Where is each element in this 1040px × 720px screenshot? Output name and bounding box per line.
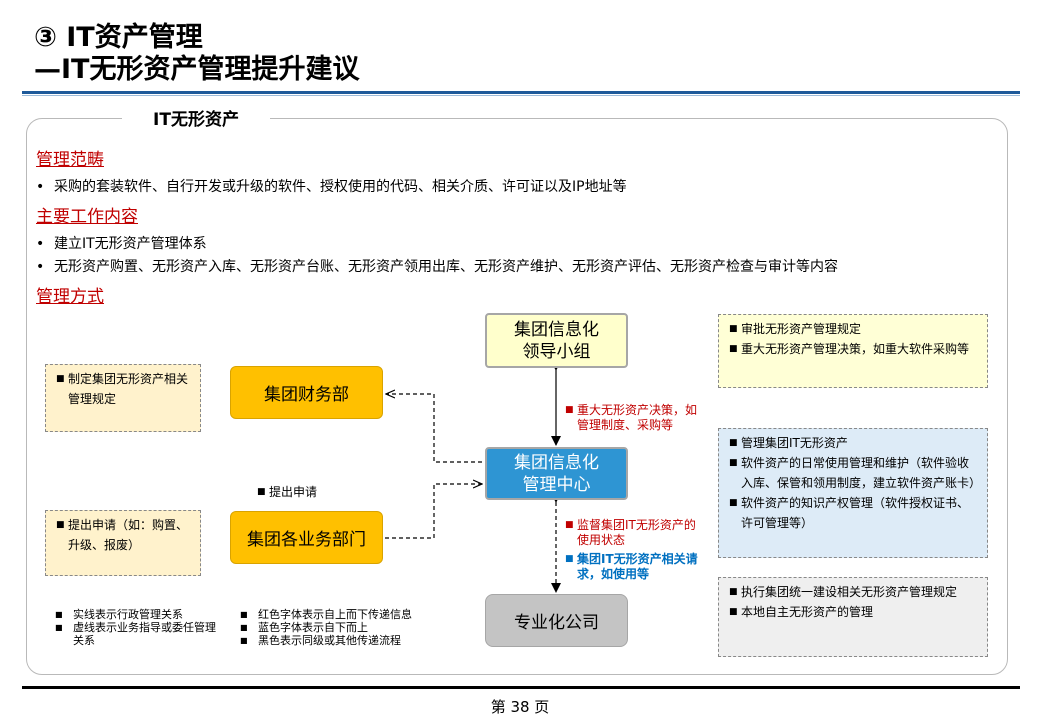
work-bullet-2: •无形资产购置、无形资产入库、无形资产台账、无形资产领用出库、无形资产维护、无形… (36, 259, 838, 275)
work-heading: 主要工作内容 (36, 207, 138, 227)
page-title: ③ IT资产管理 —IT无形资产管理提升建议 (34, 22, 359, 86)
legend-line-types: ■实线表示行政管理关系 ■虚线表示业务指导或委任管理关系 (55, 608, 216, 647)
page-number: 第 38 页 (490, 698, 550, 716)
supervision-label: ■监督集团IT无形资产的使用状态 (565, 518, 696, 547)
legend-text-colors: ■红色字体表示自上而下传递信息 ■蓝色字体表示自下而上 ■黑色表示同级或其他传递… (240, 608, 412, 647)
title-divider-thin (22, 95, 1020, 96)
apply-label: ■提出申请 (257, 485, 318, 499)
it-management-center-node: 集团信息化管理中心 (485, 447, 628, 500)
scope-bullet: •采购的套装软件、自行开发或升级的软件、授权使用的代码、相关介质、许可证以及IP… (36, 179, 627, 195)
work-bullet-1: •建立IT无形资产管理体系 (36, 236, 207, 252)
scope-heading: 管理范畴 (36, 150, 104, 170)
downward-info-label: ■重大无形资产决策，如管理制度、采购等 (565, 403, 698, 432)
leadership-duties-note: ■审批无形资产管理规定 ■重大无形资产管理决策，如重大软件采购等 (718, 314, 988, 388)
finance-dept-node: 集团财务部 (230, 366, 383, 419)
method-heading: 管理方式 (36, 287, 104, 307)
title-line-1: ③ IT资产管理 (34, 22, 203, 53)
dashed-link-center-finance (386, 394, 482, 463)
footer-divider (22, 686, 1020, 689)
title-line-2: —IT无形资产管理提升建议 (34, 54, 360, 85)
business-dept-node: 集团各业务部门 (230, 511, 383, 564)
business-note: ■提出申请（如：购置、升级、报废） (45, 510, 201, 576)
upward-request-label: ■集团IT无形资产相关请求，如使用等 (565, 552, 698, 581)
company-duties-note: ■执行集团统一建设相关无形资产管理规定 ■本地自主无形资产的管理 (718, 577, 988, 657)
title-divider (22, 91, 1020, 94)
finance-note: ■制定集团无形资产相关管理规定 (45, 364, 201, 432)
center-duties-note: ■管理集团IT无形资产 ■软件资产的日常使用管理和维护（软件验收入库、保管和领用… (718, 428, 988, 558)
leadership-group-node: 集团信息化领导小组 (485, 313, 628, 368)
dashed-link-business-center (385, 484, 482, 539)
panel-tab-label: IT无形资产 (122, 106, 270, 134)
specialized-company-node: 专业化公司 (485, 594, 628, 647)
